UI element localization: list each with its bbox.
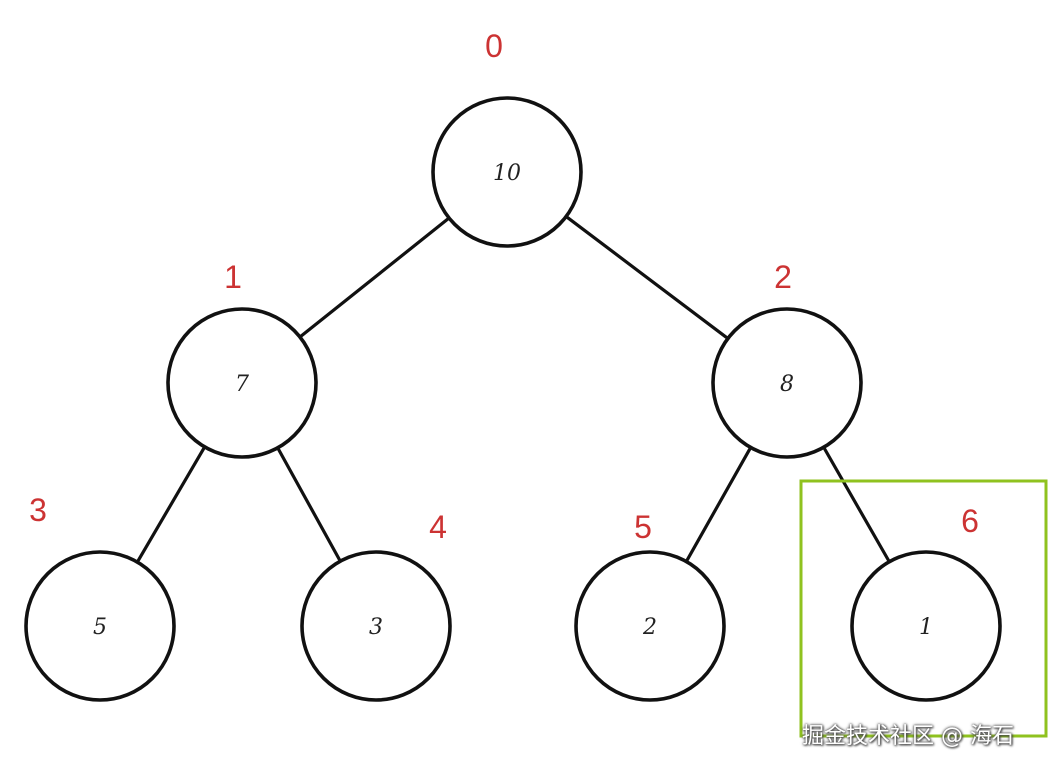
watermark: 掘金技术社区 @ 海石: [802, 724, 1014, 749]
tree-node-6: 1: [850, 550, 1002, 702]
edge-2-5: [685, 447, 752, 562]
node-value: 10: [493, 161, 521, 186]
node-value: 3: [369, 615, 383, 640]
tree-node-2: 8: [711, 307, 863, 459]
index-label-6: 6: [961, 503, 979, 539]
index-label-1: 1: [224, 259, 242, 295]
index-label-4: 4: [429, 509, 447, 545]
edges-layer: [136, 216, 890, 563]
edge-2-6: [823, 447, 890, 562]
node-circle: [574, 550, 726, 702]
index-labels-layer: 0 1 2 3 4 5 6: [29, 28, 979, 545]
tree-node-5: 2: [574, 550, 726, 702]
node-circle: [300, 550, 452, 702]
tree-node-3: 5: [24, 550, 176, 702]
node-circle: [431, 96, 583, 248]
tree-node-0: 10: [431, 96, 583, 248]
node-value: 5: [93, 615, 107, 640]
node-value: 8: [780, 372, 794, 397]
index-label-2: 2: [774, 259, 792, 295]
tree-node-1: 7: [166, 307, 318, 459]
highlight-box: [799, 479, 1048, 738]
edge-1-3: [136, 447, 206, 563]
edge-0-2: [566, 216, 728, 339]
edge-1-4: [277, 448, 341, 562]
index-label-3: 3: [29, 492, 47, 528]
node-circle: [711, 307, 863, 459]
node-circle: [850, 550, 1002, 702]
node-value: 2: [642, 615, 657, 640]
nodes-layer: 10 7 8 5 3 2 1: [24, 96, 1002, 702]
index-label-5: 5: [634, 509, 652, 545]
node-circle: [166, 307, 318, 459]
edge-0-1: [299, 217, 450, 338]
node-value: 7: [235, 372, 249, 397]
node-circle: [24, 550, 176, 702]
index-label-0: 0: [485, 28, 503, 64]
tree-node-4: 3: [300, 550, 452, 702]
node-value: 1: [919, 615, 933, 640]
